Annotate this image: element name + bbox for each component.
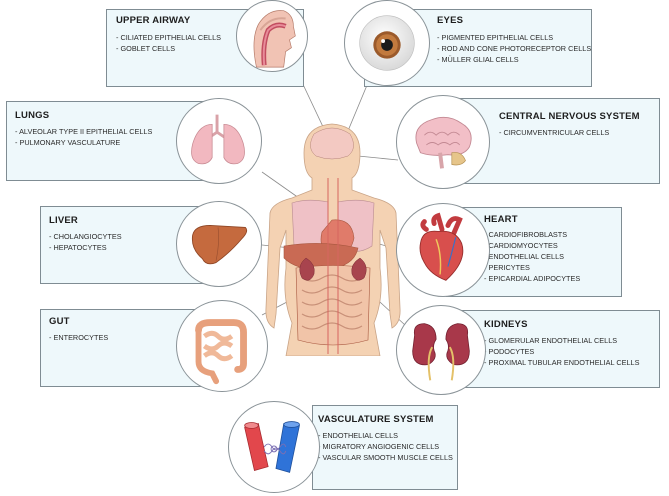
panel-title: HEART [484, 214, 518, 225]
cell-list: CHOLANGIOCYTES HEPATOCYTES [49, 231, 122, 253]
cell-list: CILIATED EPITHELIAL CELLS GOBLET CELLS [116, 32, 221, 54]
blood-vessels-icon [228, 401, 320, 493]
panel-title: CENTRAL NERVOUS SYSTEM [499, 111, 640, 122]
cell-item: CARDIOFIBROBLASTS [484, 229, 580, 240]
cell-item: ENDOTHELIAL CELLS [318, 430, 453, 441]
cell-item: ENTEROCYTES [49, 332, 108, 343]
cell-item: CHOLANGIOCYTES [49, 231, 121, 242]
cell-list: PIGMENTED EPITHELIAL CELLS ROD AND CONE … [437, 32, 591, 65]
panel-title: VASCULATURE SYSTEM [318, 414, 434, 425]
cell-item: GLOMERULAR ENDOTHELIAL CELLS [484, 335, 639, 346]
human-body-anatomy-icon [265, 123, 401, 356]
panel-title: KIDNEYS [484, 319, 528, 330]
cell-list: ALVEOLAR TYPE II EPITHELIAL CELLS PULMON… [15, 126, 152, 148]
cell-list: ENTEROCYTES [49, 332, 108, 343]
cell-item: GOBLET CELLS [116, 43, 221, 54]
cell-item: MÜLLER GLIAL CELLS [437, 54, 591, 65]
cell-item: VASCULAR SMOOTH MUSCLE CELLS [318, 452, 452, 463]
cell-item: ENDOTHELIAL CELLS [484, 251, 580, 262]
panel-title: EYES [437, 15, 464, 26]
upper-airway-icon [236, 0, 308, 72]
panel-vasculature-system: VASCULATURE SYSTEM ENDOTHELIAL CELLS MIG… [312, 405, 458, 490]
cell-item: PULMONARY VASCULATURE [15, 137, 152, 148]
panel-kidneys: KIDNEYS GLOMERULAR ENDOTHELIAL CELLS POD… [446, 310, 660, 388]
panel-title: LIVER [49, 215, 78, 226]
kidneys-icon [396, 305, 486, 395]
cell-item: HEPATOCYTES [49, 242, 122, 253]
intestine-icon [176, 300, 268, 392]
cell-item: EPICARDIAL ADIPOCYTES [484, 273, 580, 284]
cell-item: CIRCUMVENTRICULAR CELLS [499, 127, 609, 138]
cell-item: CILIATED EPITHELIAL CELLS [116, 32, 221, 43]
eye-icon [344, 0, 430, 86]
heart-icon [396, 203, 490, 297]
cell-list: ENDOTHELIAL CELLS MIGRATORY ANGIOGENIC C… [318, 430, 453, 463]
cell-list: CARDIOFIBROBLASTS CARDIOMYOCYTES ENDOTHE… [484, 229, 580, 284]
panel-title: GUT [49, 316, 70, 327]
liver-icon [176, 201, 262, 287]
cell-item: MIGRATORY ANGIOGENIC CELLS [318, 441, 453, 452]
cell-item: PERICYTES [484, 262, 580, 273]
panel-title: UPPER AIRWAY [116, 15, 191, 26]
cell-item: PIGMENTED EPITHELIAL CELLS [437, 32, 591, 43]
cell-item: PODOCYTES [484, 346, 639, 357]
cell-item: ROD AND CONE PHOTORECEPTOR CELLS [437, 43, 591, 54]
panel-title: LUNGS [15, 110, 50, 121]
lungs-icon [176, 98, 262, 184]
cell-list: CIRCUMVENTRICULAR CELLS [499, 127, 609, 138]
cell-item: ALVEOLAR TYPE II EPITHELIAL CELLS [15, 126, 152, 137]
brain-icon [396, 95, 490, 189]
cell-list: GLOMERULAR ENDOTHELIAL CELLS PODOCYTES P… [484, 335, 639, 368]
cell-item: CARDIOMYOCYTES [484, 240, 580, 251]
cell-item: PROXIMAL TUBULAR ENDOTHELIAL CELLS [484, 357, 639, 368]
